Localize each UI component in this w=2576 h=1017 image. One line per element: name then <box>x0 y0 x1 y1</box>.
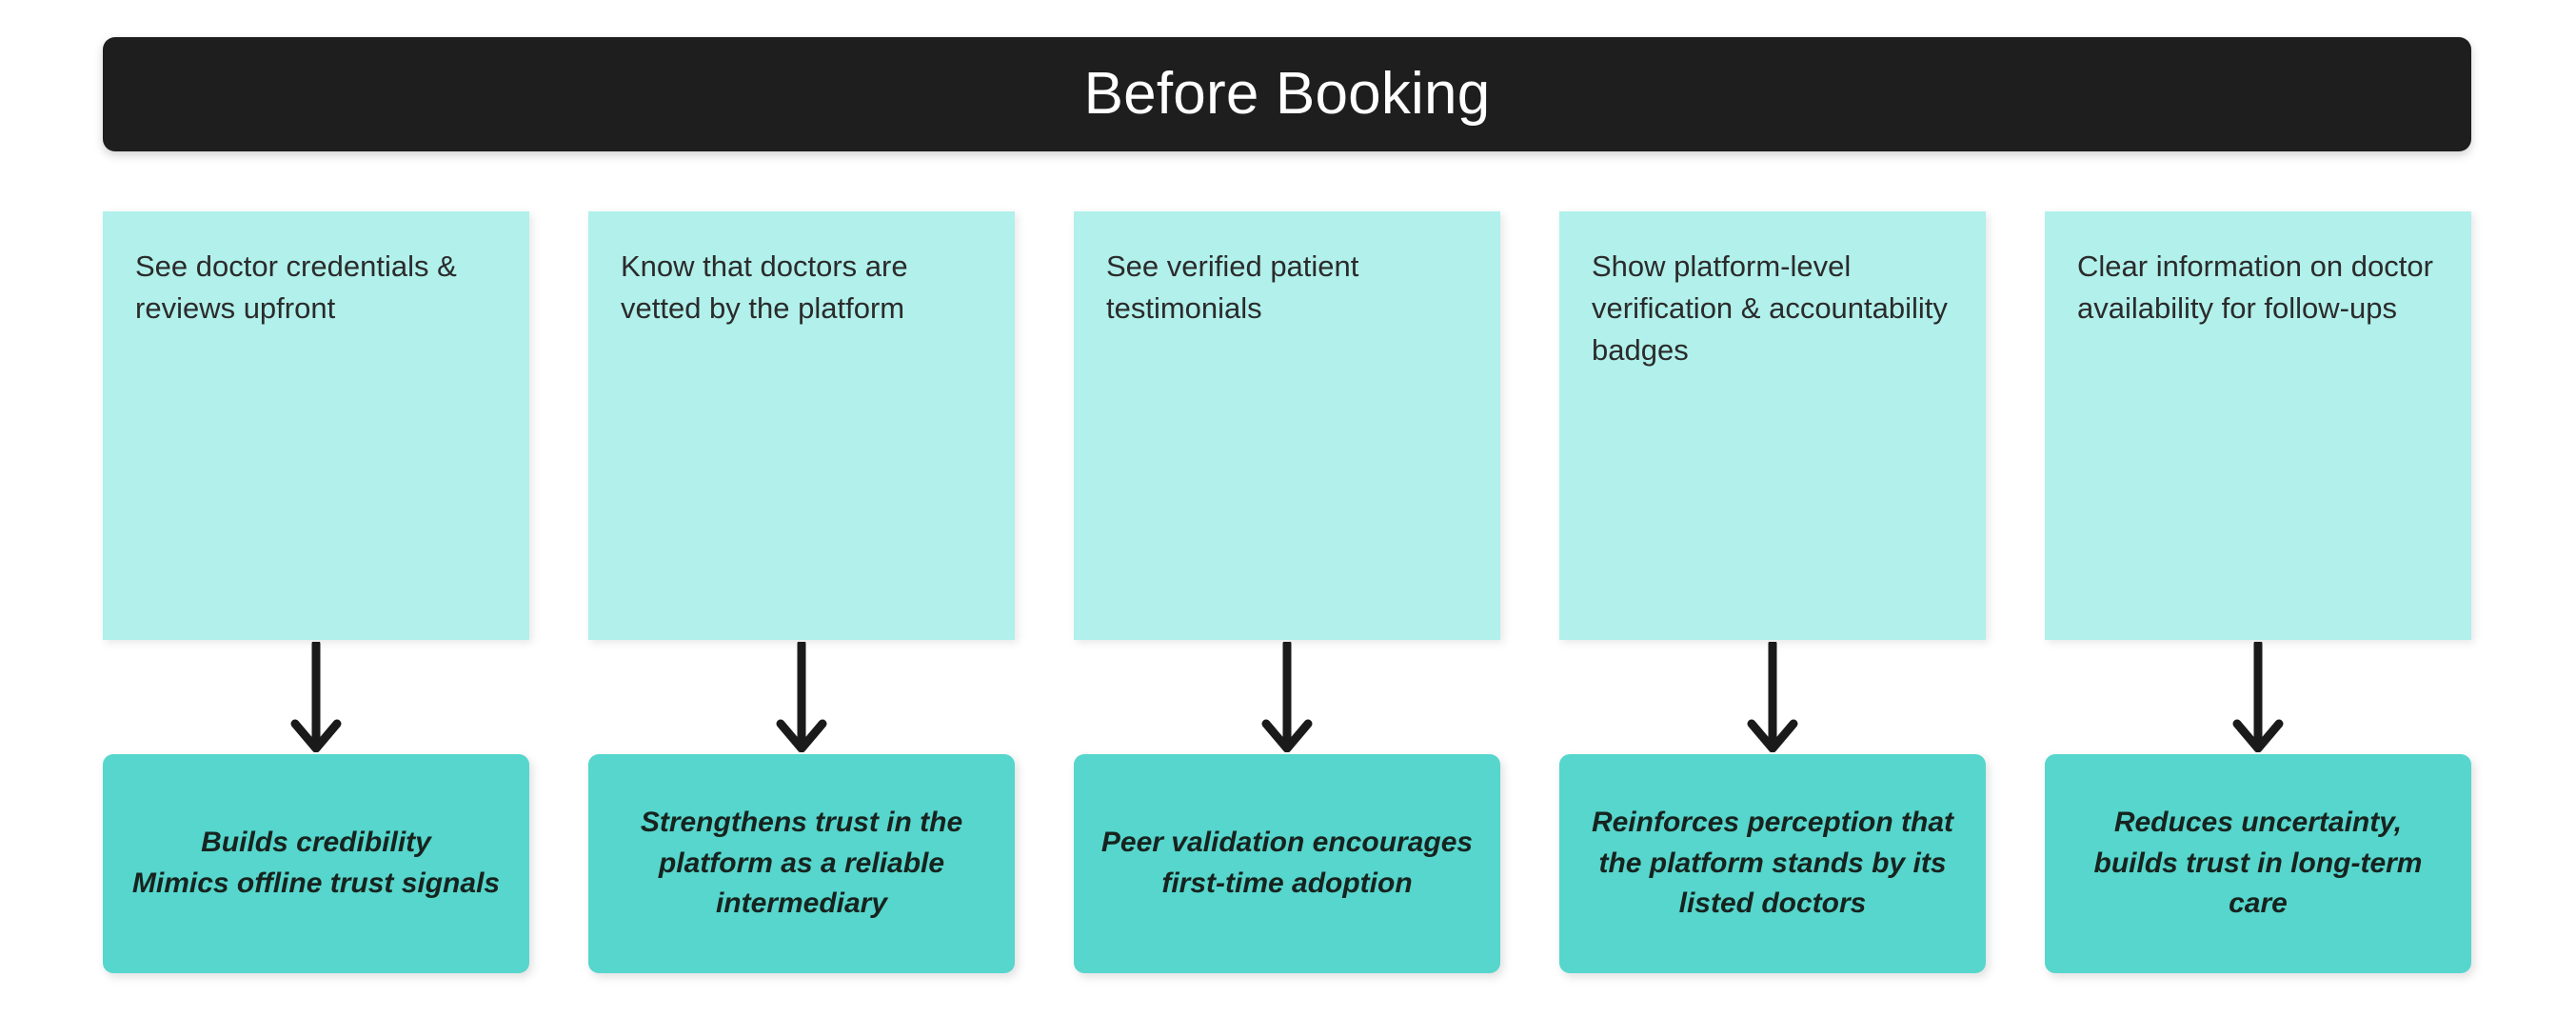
outcome-box-2[interactable]: Strengthens trust in the platform as a r… <box>588 754 1015 973</box>
feature-card-label-5: Clear information on doctor availability… <box>2077 249 2433 326</box>
arrow-connector-1 <box>103 640 529 754</box>
outcome-label-5: Reduces uncertainty, builds trust in lon… <box>2093 807 2423 920</box>
page-title: Before Booking <box>1083 61 1491 127</box>
down-arrow-icon <box>2232 642 2284 752</box>
flow-column-5: Clear information on doctor availability… <box>2045 211 2471 973</box>
flow-column-2: Know that doctors are vetted by the plat… <box>588 211 1015 973</box>
flow-column-1: See doctor credentials & reviews upfront… <box>103 211 529 973</box>
outcome-box-1[interactable]: Builds credibility Mimics offline trust … <box>103 754 529 973</box>
outcome-label-2: Strengthens trust in the platform as a r… <box>640 807 963 920</box>
feature-card-label-4: Show platform-level verification & accou… <box>1592 249 1948 368</box>
feature-card-1[interactable]: See doctor credentials & reviews upfront <box>103 211 529 640</box>
outcome-label-4: Reinforces perception that the platform … <box>1591 807 1954 920</box>
flow-column-4: Show platform-level verification & accou… <box>1559 211 1986 973</box>
flow-column-3: See verified patient testimonials Peer v… <box>1074 211 1500 973</box>
arrow-connector-5 <box>2045 640 2471 754</box>
feature-card-label-1: See doctor credentials & reviews upfront <box>135 249 457 326</box>
feature-card-label-2: Know that doctors are vetted by the plat… <box>621 249 908 326</box>
arrow-connector-2 <box>588 640 1015 754</box>
outcome-box-3[interactable]: Peer validation encourages first-time ad… <box>1074 754 1500 973</box>
feature-card-label-3: See verified patient testimonials <box>1106 249 1359 326</box>
outcome-label-1: Builds credibility Mimics offline trust … <box>131 827 501 899</box>
outcome-box-5[interactable]: Reduces uncertainty, builds trust in lon… <box>2045 754 2471 973</box>
down-arrow-icon <box>776 642 827 752</box>
feature-card-2[interactable]: Know that doctors are vetted by the plat… <box>588 211 1015 640</box>
arrow-connector-4 <box>1559 640 1986 754</box>
down-arrow-icon <box>290 642 342 752</box>
header-banner: Before Booking <box>103 37 2471 151</box>
outcome-box-4[interactable]: Reinforces perception that the platform … <box>1559 754 1986 973</box>
flow-columns: See doctor credentials & reviews upfront… <box>103 211 2471 973</box>
down-arrow-icon <box>1261 642 1313 752</box>
arrow-connector-3 <box>1074 640 1500 754</box>
outcome-label-3: Peer validation encourages first-time ad… <box>1100 827 1474 899</box>
feature-card-5[interactable]: Clear information on doctor availability… <box>2045 211 2471 640</box>
feature-card-3[interactable]: See verified patient testimonials <box>1074 211 1500 640</box>
down-arrow-icon <box>1747 642 1798 752</box>
feature-card-4[interactable]: Show platform-level verification & accou… <box>1559 211 1986 640</box>
